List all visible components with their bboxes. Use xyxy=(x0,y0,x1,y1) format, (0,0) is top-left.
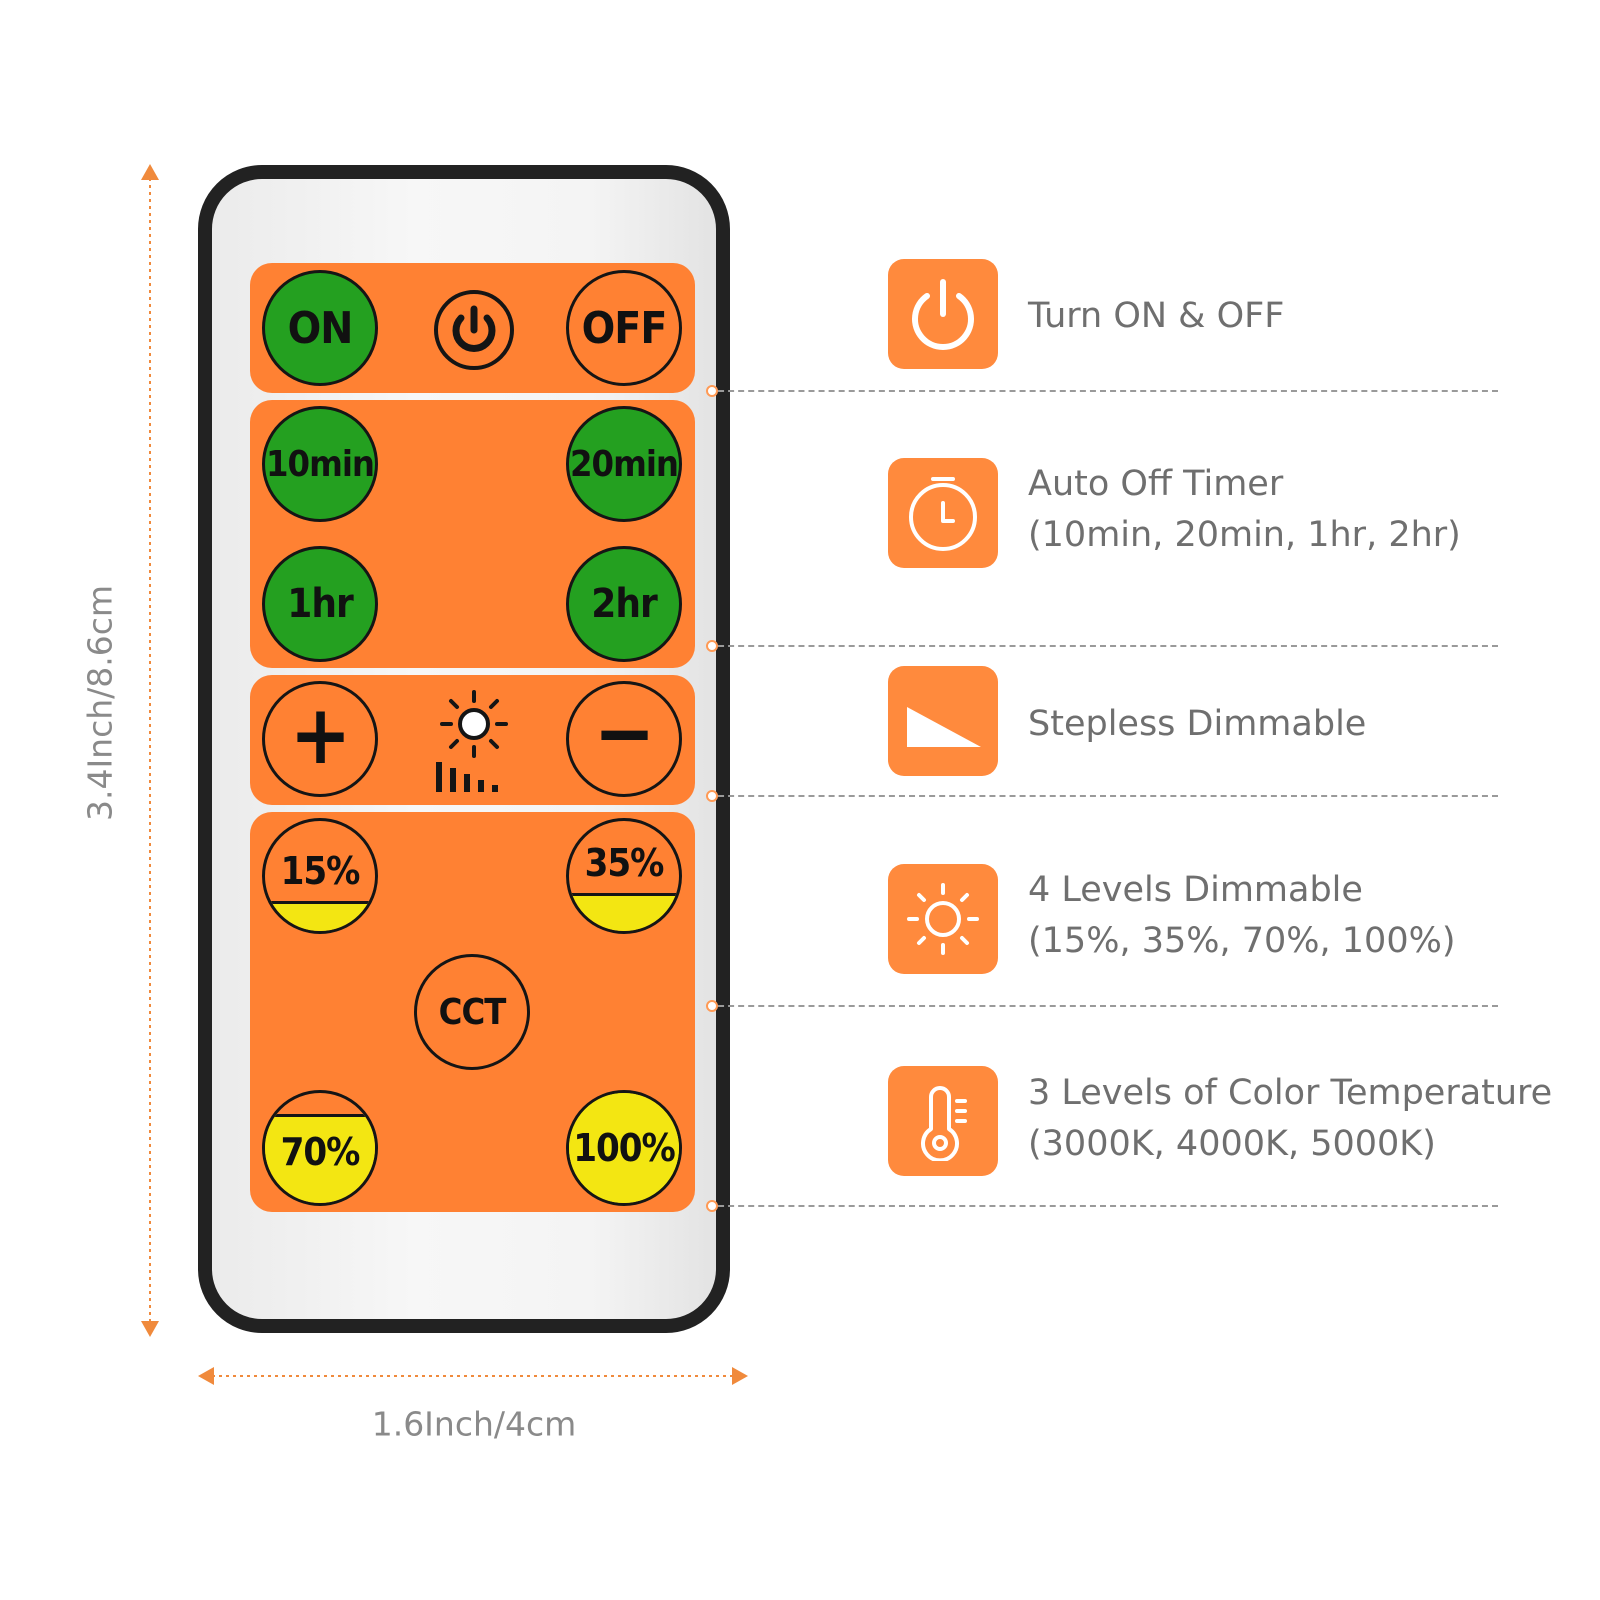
feature-title: Turn ON & OFF xyxy=(1028,296,1285,336)
separator xyxy=(706,790,1498,802)
timer-1hr-button[interactable]: 1hr xyxy=(262,546,378,662)
arrow-up-icon xyxy=(141,164,159,180)
level-70-label: 70% xyxy=(280,1130,361,1174)
feature-title: Auto Off Timer xyxy=(1028,464,1284,504)
brightness-up-button[interactable]: + xyxy=(262,681,378,797)
off-button-label: OFF xyxy=(581,302,668,354)
feature-subtitle: (15%, 35%, 70%, 100%) xyxy=(1028,921,1456,961)
feature-subtitle: (3000K, 4000K, 5000K) xyxy=(1028,1124,1436,1164)
separator-dot xyxy=(706,385,718,397)
separator-dot xyxy=(706,640,718,652)
level-100-label: 100% xyxy=(573,1126,676,1170)
on-button[interactable]: ON xyxy=(262,270,378,386)
separator xyxy=(706,640,1498,652)
brightness-icon xyxy=(432,688,516,798)
timer-1hr-label: 1hr xyxy=(287,581,353,627)
level-100-fill xyxy=(569,1093,679,1203)
timer-20min-label: 20min xyxy=(570,443,679,485)
separator-dot xyxy=(706,1000,718,1012)
level-35-label: 35% xyxy=(584,841,665,885)
separator xyxy=(706,1000,1498,1012)
level-100-button[interactable]: 100% xyxy=(566,1090,682,1206)
level-35-fill xyxy=(569,892,679,931)
feature-subtitle: (10min, 20min, 1hr, 2hr) xyxy=(1028,515,1461,555)
arrow-left-icon xyxy=(198,1367,214,1385)
feature-title: 3 Levels of Color Temperature xyxy=(1028,1073,1553,1113)
cct-button-label: CCT xyxy=(438,991,507,1033)
level-35-button[interactable]: 35% xyxy=(566,818,682,934)
level-15-button[interactable]: 15% xyxy=(262,818,378,934)
separator-dot xyxy=(706,1200,718,1212)
timer-2hr-label: 2hr xyxy=(591,581,657,627)
sun-icon xyxy=(888,864,998,974)
level-70-fill xyxy=(265,1114,375,1203)
separator xyxy=(706,1200,1498,1212)
timer-20min-button[interactable]: 20min xyxy=(566,406,682,522)
minus-icon: − xyxy=(593,686,656,781)
power-icon xyxy=(888,259,998,369)
brightness-down-button[interactable]: − xyxy=(566,681,682,797)
width-dimension-label: 1.6Inch/4cm xyxy=(371,1404,577,1444)
thermometer-icon xyxy=(888,1066,998,1176)
level-15-label: 15% xyxy=(280,849,361,893)
arrow-down-icon xyxy=(141,1321,159,1337)
arrow-right-icon xyxy=(732,1367,748,1385)
separator xyxy=(706,385,1498,397)
level-15-fill xyxy=(265,900,375,931)
off-button[interactable]: OFF xyxy=(566,270,682,386)
timer-10min-label: 10min xyxy=(266,443,375,485)
level-70-button[interactable]: 70% xyxy=(262,1090,378,1206)
cct-button[interactable]: CCT xyxy=(414,954,530,1070)
height-dimension-label: 3.4Inch/8.6cm xyxy=(80,584,120,822)
on-button-label: ON xyxy=(287,302,354,354)
timer-10min-button[interactable]: 10min xyxy=(262,406,378,522)
feature-title: Stepless Dimmable xyxy=(1028,704,1367,744)
feature-title: 4 Levels Dimmable xyxy=(1028,870,1363,910)
timer-2hr-button[interactable]: 2hr xyxy=(566,546,682,662)
separator-dot xyxy=(706,790,718,802)
power-icon xyxy=(432,288,516,372)
plus-icon: + xyxy=(289,688,352,783)
wedge-icon xyxy=(888,666,998,776)
stopwatch-icon xyxy=(888,458,998,568)
